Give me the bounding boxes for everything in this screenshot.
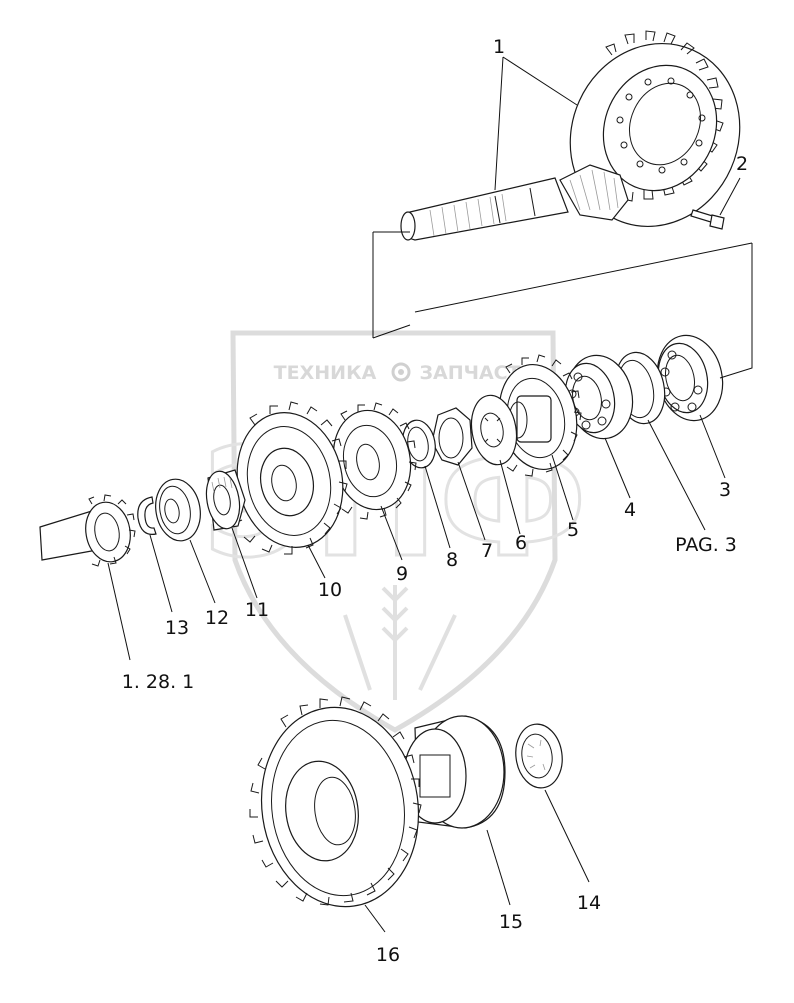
callout-9: 9: [396, 563, 408, 585]
callout-15: 15: [499, 911, 523, 933]
part-14-needle-bearing: [515, 723, 563, 789]
callout-13: 13: [165, 617, 189, 639]
callout-ref-shaft: 1. 28. 1: [122, 671, 195, 693]
callout-14: 14: [577, 892, 601, 914]
part-13-circlip: [137, 496, 157, 536]
part-1-bevel-gear-set: [400, 30, 741, 241]
part-11-splined-sleeve: [205, 469, 246, 531]
leader-lines: [107, 56, 753, 933]
callout-labels: 1 2 3 4 5 6 7 8 9 10 11 12 13 14 15 16 1…: [122, 36, 748, 966]
wheat-emblem: [343, 585, 457, 700]
callout-3: 3: [719, 479, 731, 501]
callout-8: 8: [446, 549, 458, 571]
callout-7: 7: [481, 540, 493, 562]
callout-2: 2: [736, 153, 748, 175]
callout-6: 6: [515, 532, 527, 554]
part-3-bearing: [656, 334, 724, 422]
shaft-ref-1-28-1: [39, 494, 136, 567]
part-10-large-gear: [224, 401, 348, 555]
part-9-gear: [326, 402, 417, 520]
callout-12: 12: [205, 607, 229, 629]
gear-icon: [391, 362, 411, 382]
part-6-splined-collar: [470, 394, 518, 466]
part-15-hub: [403, 715, 506, 829]
callout-11: 11: [245, 599, 269, 621]
callout-4: 4: [624, 499, 636, 521]
callout-1: 1: [493, 36, 505, 58]
part-4-bearing: [564, 354, 634, 440]
callout-16: 16: [376, 944, 400, 966]
part-2-bolt: [690, 209, 725, 230]
callout-10: 10: [318, 579, 342, 601]
shield-icon: [230, 330, 558, 733]
part-12-bearing: [155, 478, 201, 542]
part-16-large-spur-gear: [249, 696, 422, 908]
callout-5: 5: [567, 519, 579, 541]
watermark-left-word: ТЕХНИКА: [274, 362, 377, 384]
callout-ref-page: PAG. 3: [675, 534, 737, 556]
